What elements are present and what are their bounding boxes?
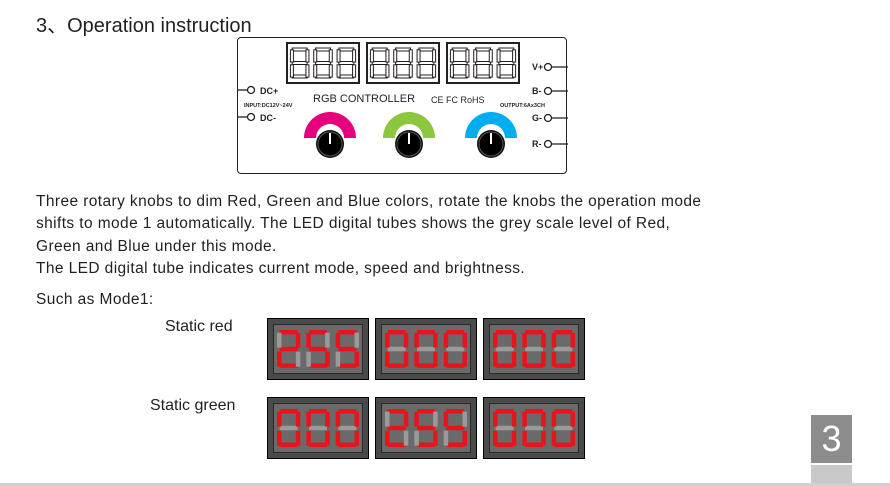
controller-panel: RGB CONTROLLER CE FC RoHS INPUT:DC12V~24… [237,37,567,174]
v-plus-terminal-icon [543,62,553,72]
dc-minus-terminal-icon [246,112,256,122]
terminal-r-label: R- [532,139,542,149]
panel-display-digits [369,47,437,79]
terminal-v-plus-label: V+ [532,62,544,72]
output-spec: OUTPUT:6Ax3CH [500,103,545,109]
bottom-rule [0,483,890,486]
led-digits [277,330,359,368]
g-terminal-icon [543,113,553,123]
r-terminal-icon [543,139,553,149]
example-label-static-green: Static green [150,397,236,414]
led-tube [483,318,585,380]
dc-plus-terminal-icon [246,85,256,95]
example-label-static-red: Static red [165,318,233,335]
panel-display-digits [449,47,517,79]
led-tube [375,397,477,459]
blue-knob-icon [465,112,517,158]
red-knob-icon [304,112,356,158]
green-knob-icon [383,112,435,158]
page-badge-base [811,465,852,486]
b-terminal-icon [543,86,553,96]
led-digits [493,409,575,447]
terminal-dc-plus-label: DC+ [260,86,279,96]
input-spec: INPUT:DC12V~24V [244,103,293,109]
panel-display-2 [366,42,440,84]
led-digits [493,330,575,368]
terminal-b-label: B- [532,86,542,96]
example-intro: Such as Mode1: [36,291,154,308]
led-digits [277,409,359,447]
panel-display-3 [446,42,520,84]
terminal-dc-minus-label: DC- [260,113,276,123]
led-tube [483,397,585,459]
terminal-g-label: G- [532,113,542,123]
brand-label: RGB CONTROLLER [313,93,416,105]
led-digits [385,330,467,368]
led-tube [267,397,369,459]
panel-display-1 [286,42,360,84]
terminal-wires [237,62,568,149]
description-line-2: shifts to mode 1 automatically. The LED … [36,215,671,232]
description-line-3: Green and Blue under this mode. [36,238,277,255]
led-tube [375,318,477,380]
description-line-4: The LED digital tube indicates current m… [36,260,526,277]
led-digits [385,409,467,447]
led-tube [267,318,369,380]
description-line-1: Three rotary knobs to dim Red, Green and… [36,193,702,210]
page-number: 3 [811,415,852,463]
panel-display-digits [289,47,357,79]
section-heading: 3、Operation instruction [36,15,252,37]
certification-marks: CE FC RoHS [431,95,485,105]
